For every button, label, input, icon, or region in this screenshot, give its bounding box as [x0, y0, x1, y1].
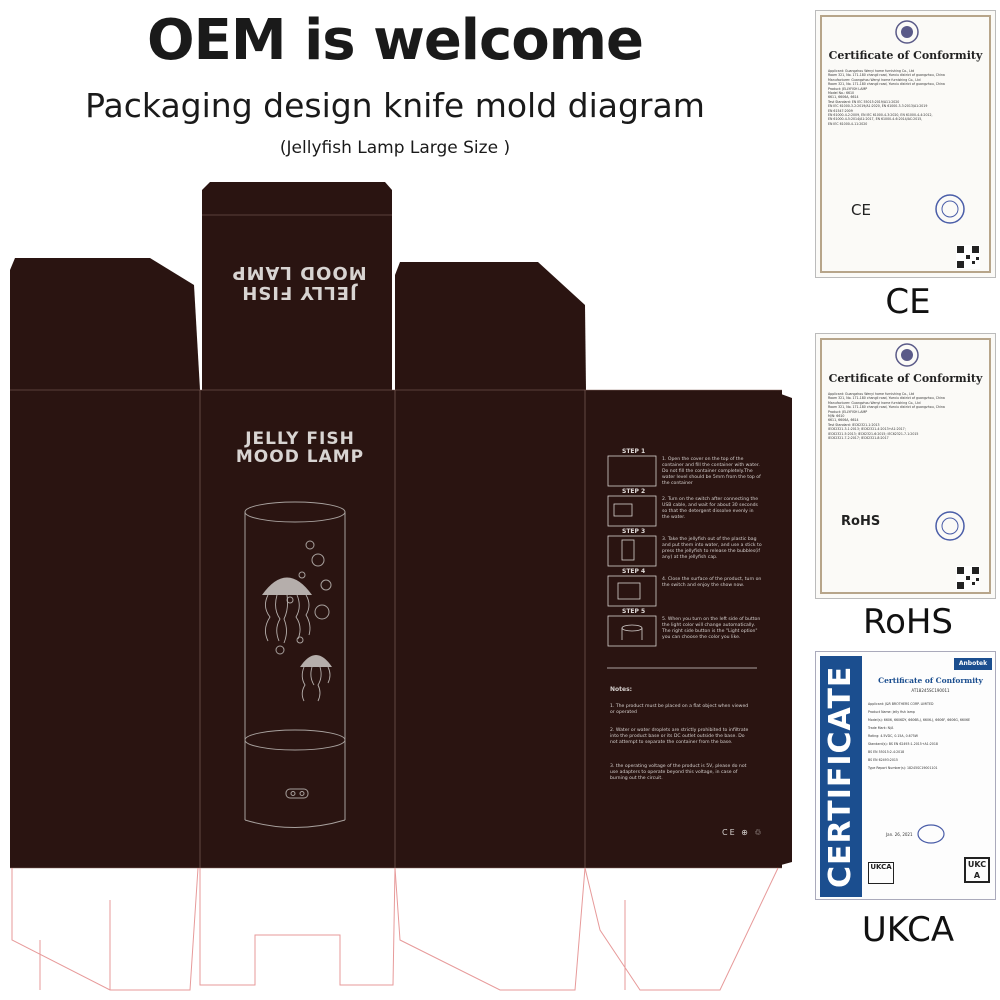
cert-row: Room 321, No. 171-180 changli road, Yuex…: [828, 396, 945, 401]
cert-row: Room 321, No. 171-180 changli road, Yuex…: [828, 405, 945, 410]
ukca-label: UKCA: [861, 910, 955, 950]
certificate-title: Certificate of Conformity: [878, 676, 983, 685]
subheadline: Packaging design knife mold diagram: [85, 86, 705, 125]
cert-row: M/N: 6610: [828, 414, 845, 419]
cert-row: Type Report Number(s): 18245SC19001101: [868, 766, 938, 770]
die-line-diagram: [10, 182, 792, 991]
rohs-mark: RoHS: [841, 514, 881, 529]
cert-row: 6611, 6606A, 6614: [828, 418, 859, 423]
stamp-icon: [935, 194, 965, 224]
ukca-certificate: CERTIFICATE Anbotek Certificate of Confo…: [815, 651, 996, 900]
cert-row: EN 61000-4-5:2014/A1:2017, EN 61000-4-6:…: [828, 117, 923, 122]
dark-box-panels: [10, 182, 792, 868]
cert-row: Manufacturer: Guangzhou Wenyi home furni…: [828, 77, 921, 82]
cert-row: EN 61000-4-2:2009, EN IEC 61000-4-3:2020…: [828, 113, 933, 118]
lamp-illustration: [244, 501, 346, 828]
cert-row: Model No.: 6610: [828, 91, 855, 96]
qr-code-icon: [956, 245, 980, 269]
cert-row: Trade Mark: N/A: [868, 726, 894, 730]
certificate-side-text: CERTIFICATE: [823, 665, 858, 888]
step-5-label: STEP 5: [622, 608, 646, 615]
brand-top-panel: JELLY FISH MOOD LAMP: [205, 262, 393, 303]
brand-front-panel: JELLY FISH MOOD LAMP: [206, 430, 394, 466]
anbotek-logo: Anbotek: [954, 658, 992, 670]
size-note: (Jellyfish Lamp Large Size ): [279, 138, 511, 158]
rohs-certificate: Certificate of Conformity Applicant: Gua…: [815, 333, 996, 599]
cert-row: EN 61547:2009: [828, 108, 853, 113]
stamp-icon: [917, 824, 945, 844]
seal-icon: [895, 343, 919, 367]
certificate-frame: [820, 15, 991, 273]
cert-row: EN IEC 61000-4-11:2020: [828, 121, 868, 126]
cert-row: IEC62321-7-2:2017; IEC62321-8:2017: [828, 436, 889, 441]
step-3-text: 3. Take the jellyfish out of the plastic…: [662, 537, 762, 560]
brand-line-2: MOOD LAMP: [235, 447, 365, 467]
ukca-mark-small: UKCA: [868, 862, 894, 884]
brand-line-1: JELLY FISH: [241, 282, 357, 303]
cert-row: Rating: 4.5VDC, 0.15A, 0.675W: [868, 734, 918, 738]
stamp-icon: [935, 511, 965, 541]
cert-row: IEC62321-3-1:2013; IEC62321-4:2013+A1:20…: [828, 427, 906, 432]
certificate-body: Applicant: Guangzhou Wenyi home furnishi…: [828, 69, 986, 126]
cert-row: Applicant: Guangzhou Wenyi home furnishi…: [828, 69, 915, 73]
step-1-text: 1. Open the cover on the top of the cont…: [662, 457, 761, 486]
compliance-marks: CE ⊕ ♲: [722, 828, 764, 837]
cert-row: Standard(s): BS EN 62493:1-2015+A1:2018: [868, 742, 938, 746]
cert-row: Applicant: J&R BROTHERS CORP. LIMITED: [868, 702, 934, 706]
cert-row: BS EN 55015:2-4:2018: [868, 750, 905, 754]
ce-label: CE: [885, 282, 931, 322]
seal-icon: [895, 20, 919, 44]
cert-row: IEC62321-5:2013; IEC62321-6:2015; IEC623…: [828, 431, 919, 436]
cert-row: Product Name: Jelly fish lamp: [868, 710, 915, 714]
cert-row: EN IEC 61000-3-2:2019/A1:2020, EN 61000-…: [828, 104, 928, 109]
notes-title: Notes:: [610, 686, 633, 693]
cert-row: 6611, 6606A, 6614: [828, 95, 859, 100]
cert-row: Room 321, No. 171-180 changli road, Yuex…: [828, 82, 945, 87]
note-item-3: 3. the operating voltage of the product …: [610, 764, 747, 781]
step-5-text: 5. When you turn on the left side of but…: [662, 617, 761, 640]
brand-line-2: MOOD LAMP: [231, 262, 367, 283]
ce-certificate: Certificate of Conformity Applicant: Gua…: [815, 10, 996, 278]
qr-code-icon: [956, 566, 980, 590]
cert-row: BS EN 62493:2015: [868, 758, 898, 762]
cert-row: Model(s): 6606, 6606DY, 6606B-J, 6606-J,…: [868, 718, 971, 722]
step-2-text: 2. Turn on the switch after connecting t…: [662, 497, 759, 520]
note-item-2: 2. Water or water droplets are strictly …: [610, 728, 749, 745]
certificate-frame: [820, 338, 991, 594]
jellyfish-large-tentacles: [265, 594, 311, 644]
step-1-label: STEP 1: [622, 448, 646, 455]
brand-line-1: JELLY FISH: [245, 429, 355, 449]
certificate-number: AT18245SC190011: [911, 688, 950, 693]
bottom-flaps: [11, 867, 779, 991]
cert-row: Test Standard: IEC62321-1:2013: [828, 422, 880, 427]
certificate-side-band: [820, 656, 862, 897]
jellyfish-small: [300, 655, 332, 667]
ce-mark: CE: [851, 201, 871, 219]
rohs-label: RoHS: [862, 602, 954, 642]
cert-row: Manufacturer: Guangzhou Wenyi home furni…: [828, 400, 921, 405]
note-item-1: 1. The product must be placed on a flat …: [610, 704, 749, 715]
cert-row: Applicant: Guangzhou Wenyi home furnishi…: [828, 392, 915, 396]
cert-row: Test Standard: EN IEC 55015:2019/A11:202…: [828, 99, 900, 104]
certificate-body: Applicant: Guangzhou Wenyi home furnishi…: [828, 392, 986, 440]
step-4-label: STEP 4: [622, 568, 646, 575]
certificate-body: Applicant: J&R BROTHERS CORP. LIMITED Pr…: [868, 700, 992, 772]
cert-row: Product: JELLYFISH LAMP: [828, 409, 868, 414]
step-4-text: 4. Close the surface of the product, tur…: [662, 577, 762, 588]
certificate-date: Jan. 26, 2021: [886, 832, 913, 837]
cert-row: Room 321, No. 171-180 changli road, Yuex…: [828, 73, 945, 78]
certificate-title: Certificate of Conformity: [828, 372, 983, 385]
jellyfish-small-tentacles: [301, 666, 331, 702]
step-3-label: STEP 3: [622, 528, 646, 535]
panel-fold-lines: [10, 214, 782, 869]
jellyfish-large: [262, 577, 312, 595]
step-boxes: [607, 455, 757, 669]
ukca-mark: UKCA: [964, 857, 990, 883]
headline: OEM is welcome: [146, 8, 644, 73]
cert-row: Product: JELLYFISH LAMP: [828, 86, 868, 91]
step-2-label: STEP 2: [622, 488, 646, 495]
certificate-title: Certificate of Conformity: [828, 49, 983, 62]
